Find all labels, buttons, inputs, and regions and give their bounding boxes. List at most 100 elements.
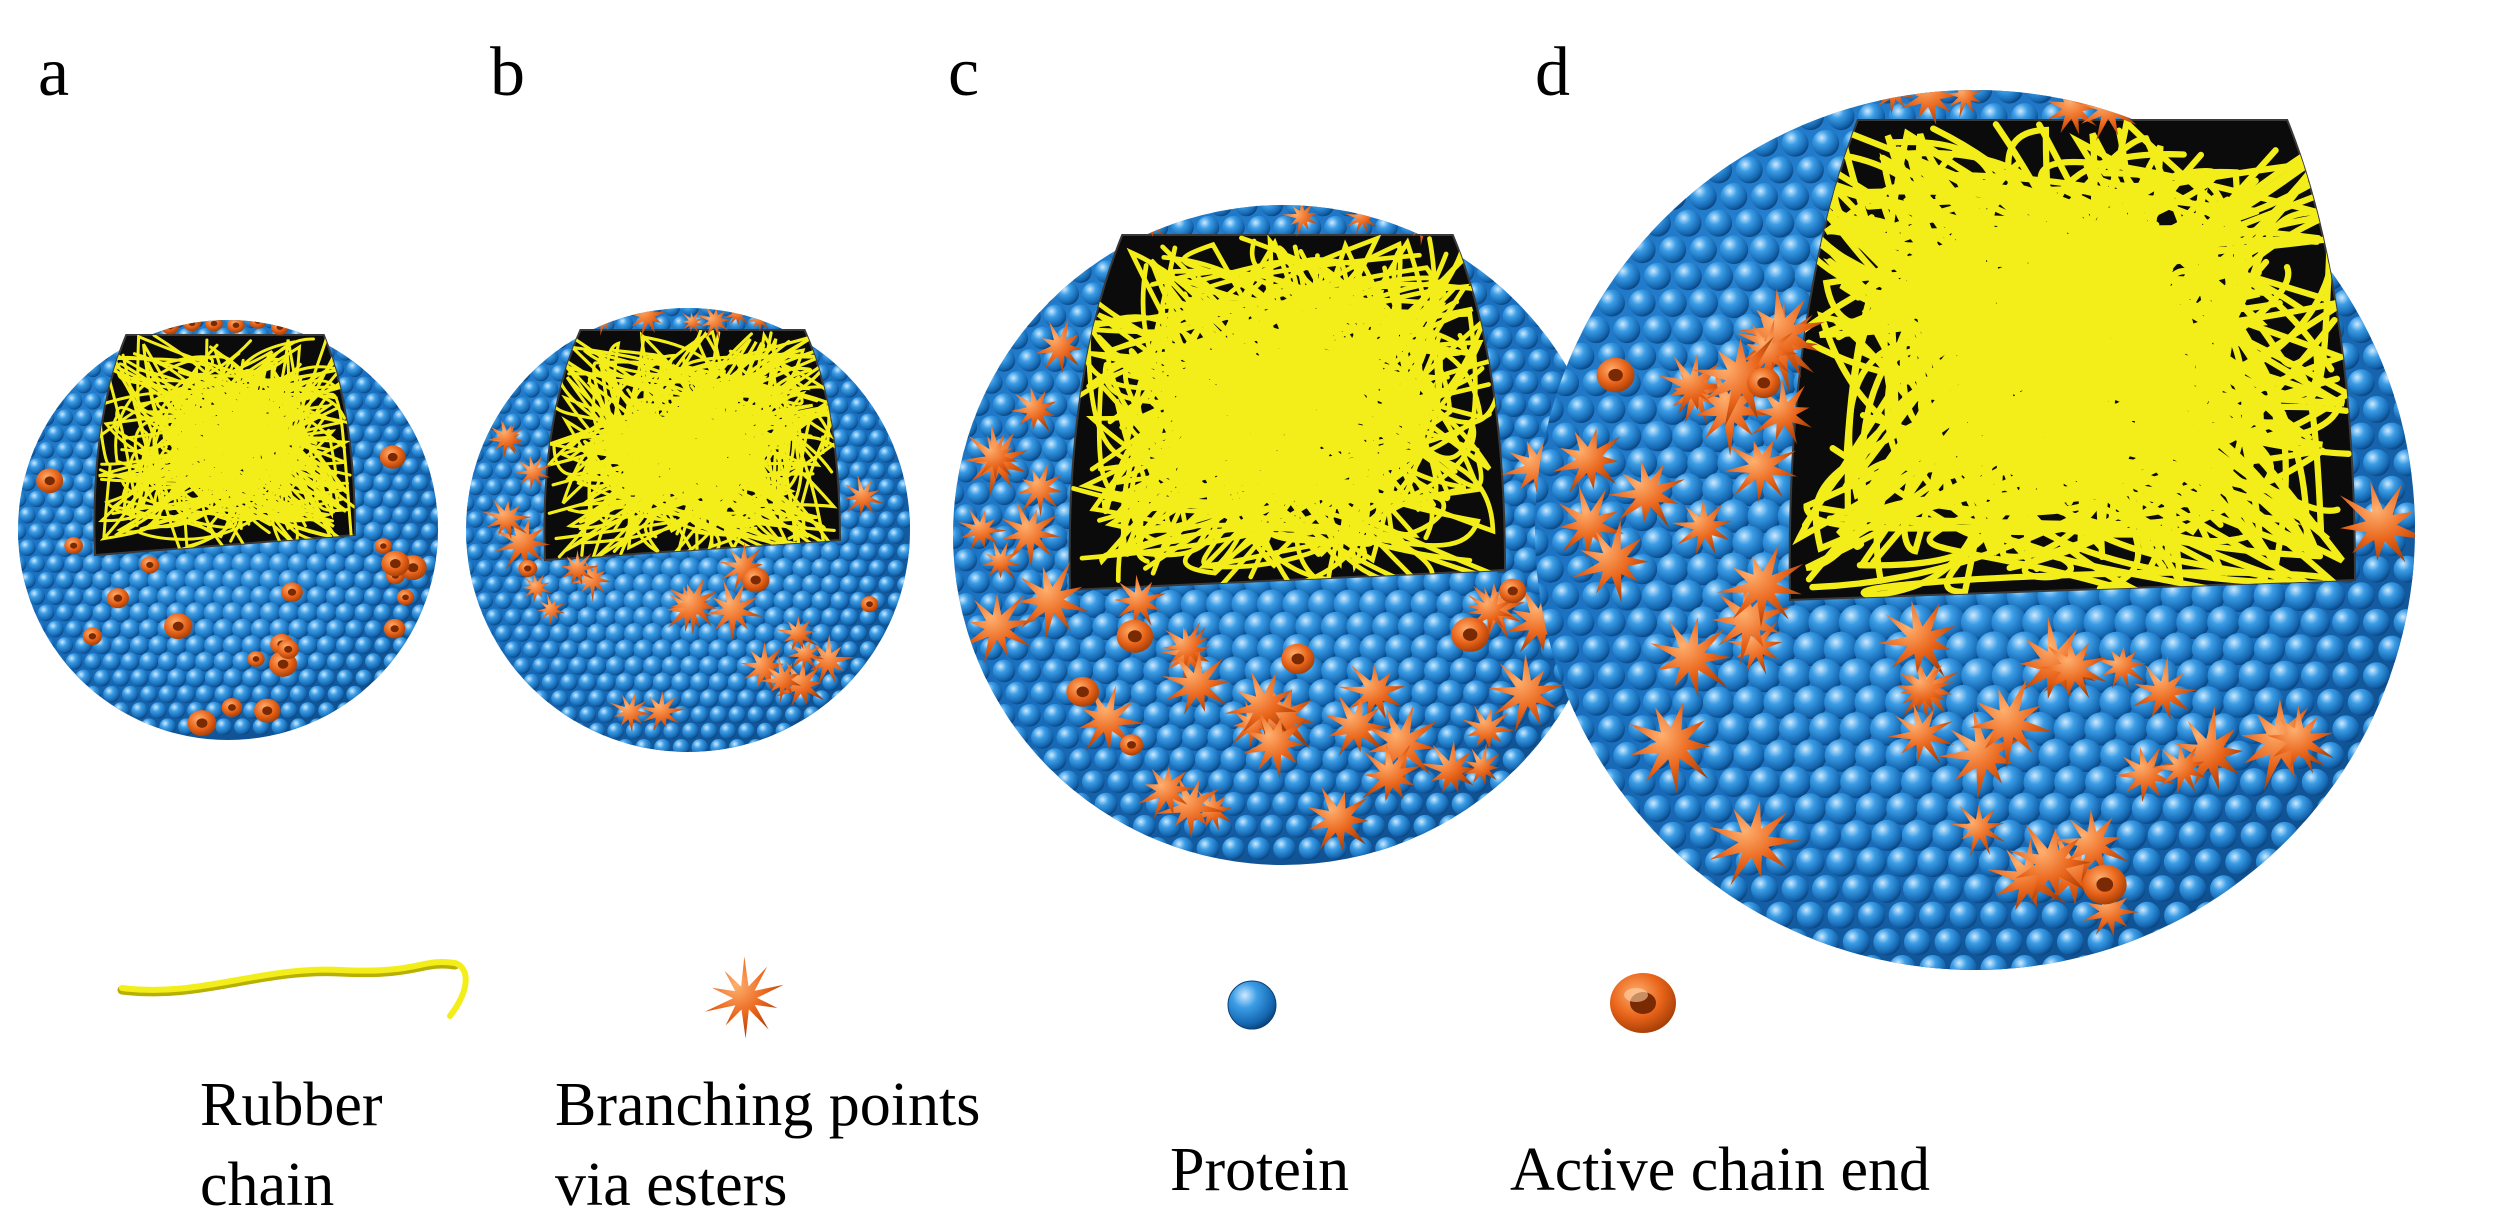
active-chain-end	[227, 320, 245, 333]
branching-point	[1670, 499, 1733, 555]
branching-point	[2267, 705, 2335, 774]
branching-point	[2339, 481, 2415, 563]
branching-point	[1739, 288, 1825, 378]
branching-point	[668, 577, 717, 635]
branching-point	[793, 308, 815, 331]
active-chain-end	[315, 320, 333, 333]
branching-point	[1887, 702, 1954, 765]
active-chain-end	[82, 627, 102, 645]
branching-point	[1362, 743, 1422, 802]
active-chain-end	[164, 613, 193, 640]
branching-point	[1900, 90, 1964, 126]
active-chain-end	[379, 445, 406, 469]
active-chain-end	[293, 320, 311, 329]
active-chain-end	[1747, 367, 1781, 399]
branching-point	[958, 508, 1007, 550]
branching-point	[1224, 670, 1297, 736]
branching-point	[808, 633, 856, 686]
branching-point	[1337, 664, 1406, 720]
branching-point	[1154, 776, 1227, 839]
active-chain-end	[161, 320, 179, 335]
branching-point	[2241, 698, 2326, 791]
branching-point	[569, 561, 613, 602]
active-chain-end	[1596, 357, 1635, 393]
active-chain-end	[106, 588, 129, 609]
active-chain-end	[742, 567, 770, 593]
branching-point	[1726, 617, 1783, 675]
branching-point	[1552, 428, 1621, 493]
branching-point	[1571, 519, 1650, 604]
branching-point	[740, 641, 784, 696]
active-chain-end	[1116, 619, 1154, 653]
legend-active-chain-end: Active chain end	[1510, 1136, 1930, 1204]
branching-point	[536, 593, 565, 628]
branching-point	[1161, 650, 1232, 715]
branching-point	[1946, 90, 1983, 118]
branching-point	[844, 474, 885, 517]
panel-label-a: a	[38, 34, 69, 111]
branching-point	[482, 499, 533, 539]
branching-point	[1307, 786, 1369, 851]
branching-point	[561, 549, 599, 585]
rubber-chains	[1069, 235, 1505, 590]
branching-point	[679, 310, 705, 334]
active-chain-end	[249, 320, 267, 329]
active-chain-end	[396, 589, 415, 606]
panel-label-c: c	[948, 34, 979, 111]
rubber-particle-a	[18, 320, 438, 740]
active-chain-end	[1499, 578, 1527, 604]
branching-point	[775, 659, 825, 707]
active-chain-end	[2082, 864, 2127, 905]
active-chain-end	[254, 698, 281, 723]
active-chain-end	[281, 582, 303, 603]
rubber-particle-b	[466, 308, 910, 752]
branching-point	[2052, 809, 2129, 883]
rubber-chain-icon	[117, 959, 469, 1019]
active-chain-end	[36, 468, 64, 494]
branching-point	[2034, 829, 2112, 906]
branching-point	[1462, 743, 1500, 785]
branching-point	[1692, 336, 1777, 427]
branching-point	[1969, 678, 2054, 769]
branching-point	[1344, 205, 1378, 234]
branching-point	[1324, 694, 1389, 756]
rubber-particle-d	[1535, 90, 2415, 970]
active-chain-end	[64, 537, 83, 555]
branching-point	[1896, 664, 1954, 713]
active-chain-end	[383, 619, 406, 639]
branching-point	[1488, 652, 1565, 733]
branching-point	[521, 574, 553, 604]
branching-point	[1629, 702, 1711, 796]
active-chain-end	[374, 538, 392, 554]
branching-point	[1034, 318, 1083, 374]
active-chain-end	[277, 639, 299, 659]
panel-label-b: b	[490, 34, 525, 111]
active-chain-end	[381, 550, 410, 577]
branching-point	[1724, 439, 1798, 503]
active-chain-end	[187, 710, 217, 737]
branching-point	[494, 514, 551, 570]
legend-branching-line2: via esters	[555, 1151, 787, 1219]
active-chain-end	[117, 320, 135, 335]
branching-point	[1114, 574, 1167, 626]
branching-point	[2168, 705, 2244, 791]
active-chain-end-icon	[1610, 973, 1676, 1033]
legend-branching-line1: Branching points	[555, 1071, 980, 1139]
legend-rubber-chain-line1: Rubber	[200, 1071, 383, 1139]
active-chain-end	[518, 559, 538, 578]
active-chain-end	[139, 320, 157, 331]
legend-protein: Protein	[1170, 1136, 1349, 1204]
branching-point	[758, 655, 802, 703]
branching-point	[1739, 319, 1798, 385]
branching-point	[961, 593, 1036, 664]
branching-point	[696, 308, 732, 339]
branching-point	[1078, 685, 1146, 752]
branching-point	[2132, 656, 2198, 720]
active-chain-end	[860, 596, 879, 613]
active-chain-end	[140, 556, 160, 574]
active-chain-end	[205, 320, 223, 332]
branching-point	[639, 691, 687, 732]
branching-point	[2009, 824, 2091, 904]
active-chain-end	[1451, 617, 1490, 652]
active-chain-end	[271, 320, 289, 335]
